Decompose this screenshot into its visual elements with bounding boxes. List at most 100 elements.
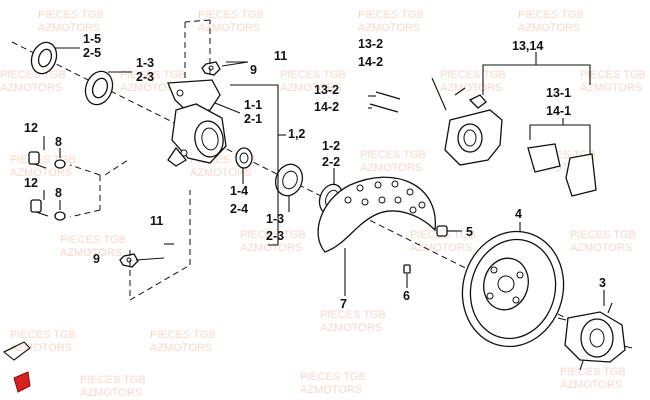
watermark-text: PIECES TGB (60, 234, 126, 246)
disc-guard-part (317, 176, 436, 253)
watermark-text: AZMOTORS (38, 22, 100, 34)
callout-label: 5 (466, 225, 473, 239)
callout-label: 2-3 (136, 70, 154, 84)
nut-part (119, 253, 139, 268)
callout-label: 14-2 (358, 55, 383, 69)
nut-part (201, 61, 221, 76)
watermark-layer: PIECES TGB AZMOTORS PIECES TGB AZMOTORS … (0, 9, 646, 399)
callout-label: 14-1 (546, 104, 571, 118)
callout-label: 9 (250, 63, 257, 77)
callout-label: 12 (24, 121, 38, 135)
bearing-part (84, 70, 114, 106)
callout-label: 2-5 (83, 46, 101, 60)
bolt-part (30, 199, 49, 217)
brake-pad-part (527, 143, 561, 173)
watermark-text: PIECES TGB (518, 9, 584, 21)
watermark-text: AZMOTORS (190, 167, 252, 179)
watermark-text: PIECES TGB (560, 366, 626, 378)
watermark-text: PIECES TGB (320, 309, 386, 321)
callout-label: 9 (93, 252, 100, 266)
callout-label: 2-2 (322, 155, 340, 169)
watermark-text: AZMOTORS (560, 379, 622, 391)
caliper-pin-part (369, 103, 399, 113)
callout-label: 14-2 (314, 100, 339, 114)
callout-label: 13-2 (358, 37, 383, 51)
brake-disc-part (461, 230, 565, 348)
watermark-text: PIECES TGB (360, 149, 426, 161)
watermark-text: AZMOTORS (120, 82, 182, 94)
watermark-text: AZMOTORS (240, 242, 302, 254)
watermark-text: PIECES TGB (120, 69, 186, 81)
watermark-text: AZMOTORS (80, 387, 142, 399)
watermark-text: AZMOTORS (360, 162, 422, 174)
callout-label: 3 (599, 276, 606, 290)
watermark-text: PIECES TGB (80, 374, 146, 386)
steering-knuckle-part (167, 79, 227, 167)
watermark-text: AZMOTORS (300, 384, 362, 396)
watermark-text: AZMOTORS (150, 342, 212, 354)
watermark-text: PIECES TGB (198, 9, 264, 21)
watermark-text: PIECES TGB (280, 69, 346, 81)
wheel-hub-part (557, 302, 633, 371)
watermark-text: PIECES TGB (10, 329, 76, 341)
callout-label: 2-3 (266, 229, 284, 243)
brake-caliper-part (431, 77, 503, 166)
watermark-text: AZMOTORS (10, 167, 72, 179)
callout-label: 1-3 (266, 212, 284, 226)
callout-label: 1-1 (244, 98, 262, 112)
callout-label: 1-5 (83, 32, 101, 46)
callout-label: 1-2 (322, 139, 340, 153)
watermark-text: PIECES TGB (580, 69, 646, 81)
washer-part (54, 211, 66, 221)
bolt-part (28, 151, 47, 169)
callout-label: 11 (274, 49, 287, 63)
manufacturer-logo (2, 341, 31, 393)
watermark-text: PIECES TGB (358, 9, 424, 21)
cotter-pin-part (221, 61, 249, 67)
leader-lines (43, 19, 605, 306)
callout-label: 6 (403, 289, 410, 303)
watermark-text: AZMOTORS (410, 242, 472, 254)
watermark-text: PIECES TGB (10, 154, 76, 166)
callout-label: 13-2 (314, 83, 339, 97)
washer-part (54, 159, 66, 169)
watermark-text: AZMOTORS (280, 82, 342, 94)
callout-label: 8 (55, 135, 62, 149)
callout-label: 13-1 (546, 86, 571, 100)
bearing-part (274, 163, 304, 197)
watermark-text: PIECES TGB (150, 329, 216, 341)
bolt-part (403, 264, 411, 274)
watermark-text: AZMOTORS (358, 22, 420, 34)
watermark-text: AZMOTORS (0, 82, 62, 94)
callout-label: 2-4 (230, 202, 248, 216)
callout-label: 1,2 (288, 127, 305, 141)
watermark-text: AZMOTORS (198, 22, 260, 34)
callout-label: 7 (340, 297, 347, 311)
watermark-text: PIECES TGB (38, 9, 104, 21)
watermark-text: AZMOTORS (580, 82, 642, 94)
watermark-text: PIECES TGB (570, 229, 636, 241)
watermark-text: AZMOTORS (570, 242, 632, 254)
callout-label: 13,14 (512, 39, 543, 53)
callout-label: 12 (24, 176, 38, 190)
watermark-text: AZMOTORS (440, 82, 502, 94)
watermark-text: PIECES TGB (300, 371, 366, 383)
callout-label: 1-3 (136, 56, 154, 70)
callout-label: 2-1 (244, 112, 262, 126)
watermark-text: AZMOTORS (518, 22, 580, 34)
oil-seal-part (30, 41, 58, 75)
callout-label: 4 (515, 207, 522, 221)
callout-label: 8 (55, 186, 62, 200)
pad-spring-part (565, 153, 597, 197)
watermark-text: AZMOTORS (60, 247, 122, 259)
caliper-pin-part (375, 91, 401, 100)
watermark-text: PIECES TGB (440, 69, 506, 81)
spacer-part (235, 147, 253, 169)
watermark-text: PIECES TGB (0, 69, 66, 81)
callout-label: 1-4 (230, 184, 248, 198)
callout-label: 11 (150, 214, 163, 228)
watermark-text: PIECES TGB (240, 229, 306, 241)
watermark-text: AZMOTORS (320, 322, 382, 334)
callout-labels: 1-5 2-5 1-3 2-3 11 9 1-1 2-1 1,2 12 8 12… (24, 32, 606, 311)
